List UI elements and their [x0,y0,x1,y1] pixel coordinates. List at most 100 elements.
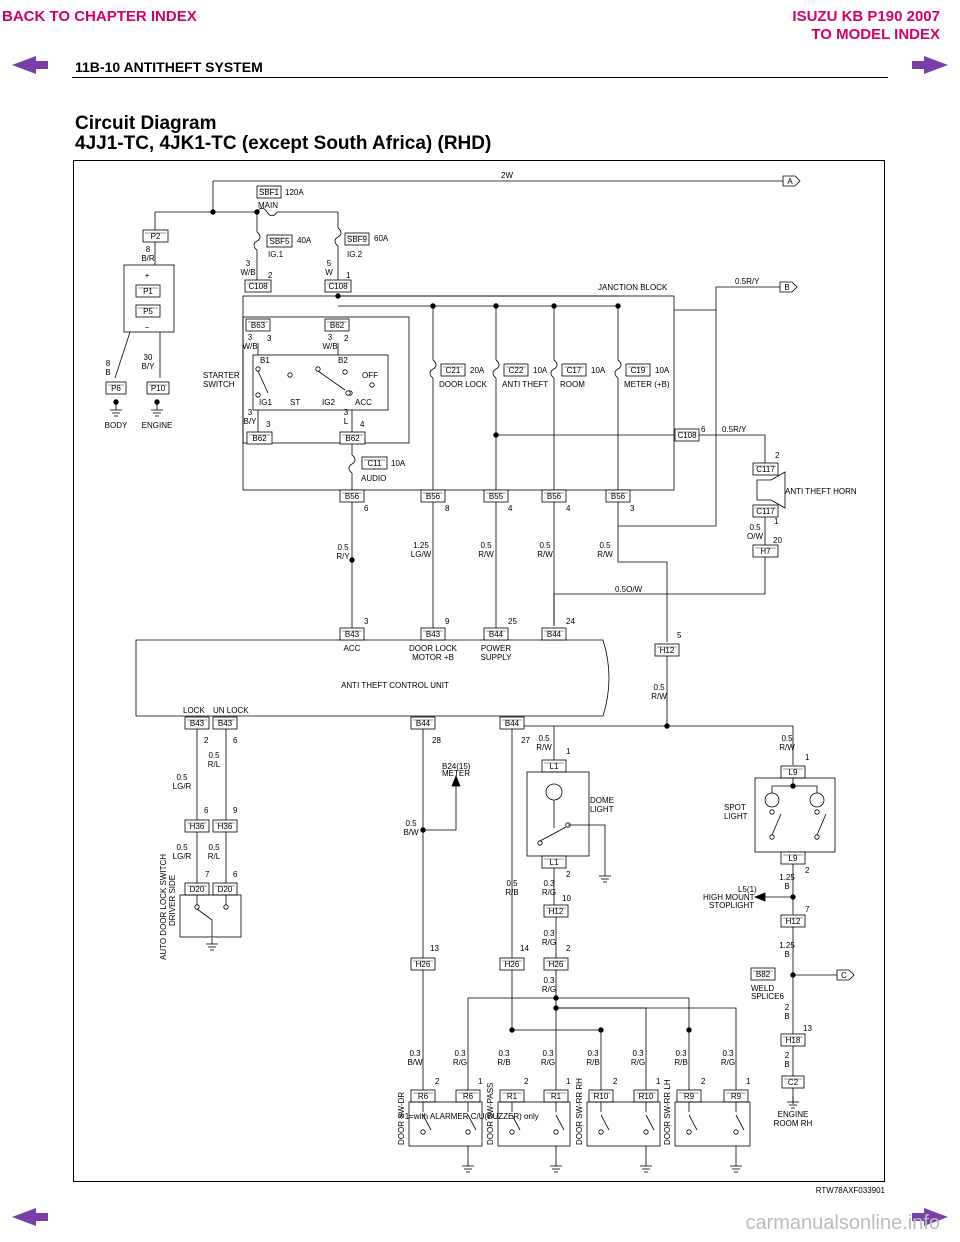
wire-spec-label: B/Y [244,417,258,426]
diagram-label: 28 [432,736,441,745]
diagram-label: ENGINE [778,1110,809,1119]
diagram-label: 2 [566,944,571,953]
diagram-label: L5(1) [738,885,757,894]
wire-spec-label: B/W [403,828,419,837]
wire-spec-label: B/W [407,1058,423,1067]
connector-label: SBF1 [259,188,280,197]
connector-label: P10 [151,384,166,393]
diagram-label: 7 [205,870,210,879]
door-switch-label: DOOR SW-RR LH [663,1079,672,1145]
next-page-arrow-icon[interactable] [912,56,948,74]
diagram-label: 10A [533,366,548,375]
wire-spec-label: R/G [541,1058,555,1067]
door-switch-label: DOOR SW-DR [397,1092,406,1145]
auto-door-lock-switch-label: AUTO DOOR LOCK SWITCH [159,854,168,960]
wire-spec-label: 0.3 [543,929,555,938]
wire-spec-label: W [325,268,333,277]
wire-spec-label: 0.3 [409,1049,421,1058]
connector-label: C22 [509,366,524,375]
wire [735,1114,745,1131]
diagram-label: ROOM RH [774,1119,813,1128]
diagram-label: ROOM [560,380,585,389]
watermark: carmanualsonline.info [745,1212,940,1234]
switch-contact [553,1129,559,1135]
wire [674,286,780,311]
model-title-link[interactable]: ISUZU KB P190 2007 [792,8,940,25]
arrow-icon [451,774,461,787]
wire-spec-label: 0.3 [454,1049,466,1058]
diagram-label: 27 [521,736,530,745]
wire-spec-label: 0.5 [539,541,551,550]
fuse-icon [614,359,622,379]
prev-page-arrow-bottom-icon[interactable] [12,1208,48,1226]
junction-dot [598,1027,604,1033]
lamp-icon [545,783,563,801]
fuse-icon [334,227,342,247]
connector-label: R9 [731,1092,742,1101]
prev-page-arrow-icon[interactable] [12,56,48,74]
starter-switch-block [242,316,410,444]
diagram-label: 6 [364,504,369,513]
diagram-label: 0.5R/Y [722,425,747,434]
diagram-label: 20A [470,366,485,375]
connector-label: SBF9 [347,235,368,244]
wire-spec-label: 0.5 [176,843,188,852]
page-ref-label: A [787,177,793,186]
connector-label: C117 [756,465,775,474]
door-switch-label: DOOR SW-PASS [486,1083,495,1145]
connector-label: H12 [660,646,675,655]
diagram-label: IG1 [259,398,272,407]
connector-label: R9 [684,1092,695,1101]
connector-label: B56 [611,492,626,501]
connector-label: B63 [251,321,266,330]
header-rule [72,77,888,78]
wire-spec-label: 1.25 [413,541,429,550]
connector-label: H26 [549,960,564,969]
page-ref-tag [779,281,798,293]
diagram-label: STOPLIGHT [709,901,754,910]
diagram-label: 2 [435,1077,440,1086]
connector-label: H26 [416,960,431,969]
diagram-label: 0.5R/Y [735,277,760,286]
junction-dot [335,293,341,299]
lamp-icon [809,792,825,808]
back-to-chapter-index-link[interactable]: BACK TO CHAPTER INDEX [2,8,197,25]
connector-label: C108 [248,282,268,291]
connector-label: H7 [760,547,771,556]
wire-spec-label: B/R [141,254,155,263]
wire-spec-label: B [784,950,789,959]
wire-spec-label: LG/R [173,782,192,791]
diagram-label: MAIN [258,201,278,210]
diagram-label: 4 [360,420,365,429]
diagram-label: 1 [346,271,351,280]
connector-label: C21 [446,366,461,375]
diagram-label: 20 [773,536,782,545]
connector-label: B56 [426,492,441,501]
spot-light [754,777,836,853]
switch-contact [369,382,375,388]
diagram-label: 6 [204,806,209,815]
junction-dot [509,1027,515,1033]
diagram-label: 5 [677,631,682,640]
diagram-label: 2 [775,451,780,460]
connector-label: B62 [330,321,345,330]
next-page-arrow-bottom-icon[interactable] [912,1208,948,1226]
fuse-icon [429,359,437,379]
diagram-label: 120A [285,188,304,197]
diagram-label: SWITCH [203,380,235,389]
diagram-label: 10A [655,366,670,375]
connector-label: B55 [489,492,504,501]
wire-spec-label: 3 [246,259,251,268]
diagram-label: ENGINE [142,421,173,430]
to-model-index-link[interactable]: TO MODEL INDEX [811,26,940,43]
diagram-label: 6 [233,736,238,745]
switch-contact [686,1129,692,1135]
connector-label: L1 [550,762,559,771]
wire-spec-label: 3 [328,333,333,342]
fuse-icon [492,359,500,379]
diagram-label: SUPPLY [481,653,513,662]
diagram-label: 0.5O/W [615,585,643,594]
switch-contact [814,809,820,815]
diagram-label: 14 [520,944,529,953]
wire-spec-label: R/B [497,1058,510,1067]
